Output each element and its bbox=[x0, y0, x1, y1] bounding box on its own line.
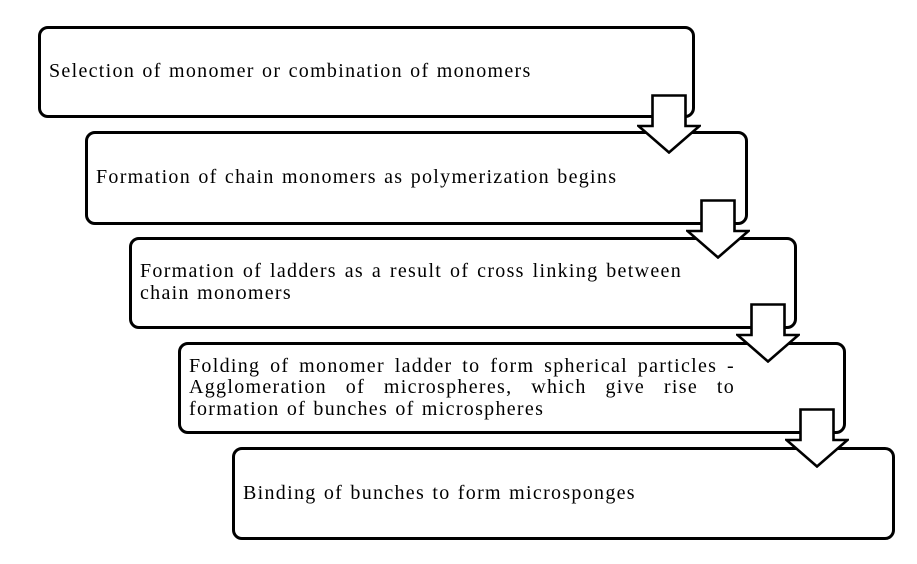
flow-step-2-line: Formation of chain monomers as polymeriz… bbox=[96, 166, 618, 189]
flow-step-2-text: Formation of chain monomers as polymeriz… bbox=[88, 167, 745, 189]
flow-step-1-box: Selection of monomer or combination of m… bbox=[38, 26, 695, 118]
flow-step-3-text: Formation of ladders as a result of cros… bbox=[132, 261, 794, 304]
flow-step-4-line: formation of bunches of microspheres bbox=[189, 397, 545, 420]
flow-step-4-text: Folding of monomer ladder to form spheri… bbox=[181, 354, 843, 421]
flow-step-4-line: Folding of monomer ladder to form spheri… bbox=[189, 354, 735, 377]
block-arrow-down-icon bbox=[637, 94, 701, 154]
flow-step-3-line: chain monomers bbox=[140, 282, 292, 304]
block-arrow-down-icon bbox=[736, 303, 800, 363]
flow-step-5-text: Binding of bunches to form microsponges bbox=[235, 481, 892, 505]
flow-step-5-box: Binding of bunches to form microsponges bbox=[232, 447, 895, 540]
flow-step-4-box: Folding of monomer ladder to form spheri… bbox=[178, 342, 846, 434]
flow-step-5-line: Binding of bunches to form microsponges bbox=[243, 481, 636, 504]
block-arrow-down-icon bbox=[686, 199, 750, 259]
flow-step-3-box: Formation of ladders as a result of cros… bbox=[129, 237, 797, 329]
flow-step-2-box: Formation of chain monomers as polymeriz… bbox=[85, 131, 748, 225]
flow-step-3-line: Formation of ladders as a result of cros… bbox=[140, 260, 682, 283]
block-arrow-down-icon bbox=[785, 408, 849, 468]
flow-step-1-text: Selection of monomer or combination of m… bbox=[41, 61, 692, 83]
flow-step-4-line: Agglomeration of microspheres, which giv… bbox=[189, 376, 735, 399]
flow-step-1-line: Selection of monomer or combination of m… bbox=[49, 60, 532, 83]
